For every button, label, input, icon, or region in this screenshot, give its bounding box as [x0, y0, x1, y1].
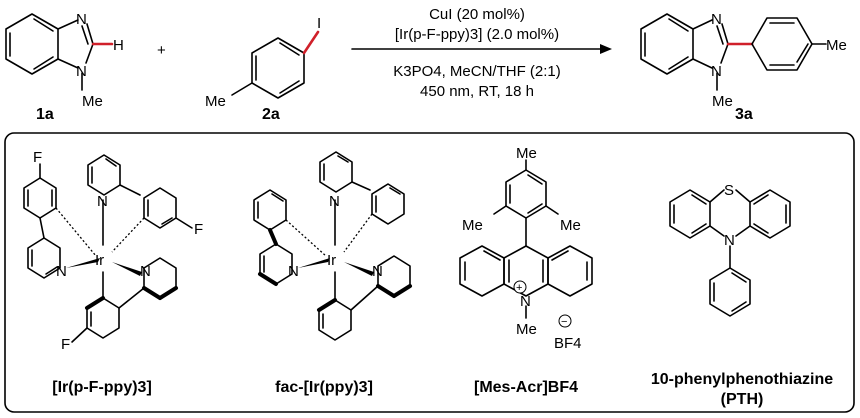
catalyst-mes-acr-me-top: Me	[516, 145, 537, 162]
catalyst-ir-pfppy-n-right: N	[140, 263, 151, 280]
catalyst-pth-structure	[669, 189, 791, 317]
catalyst-pth-s: S	[724, 182, 734, 199]
catalyst-fac-irppy-metal: Ir	[327, 252, 336, 269]
reactant-1a-me: Me	[82, 93, 103, 110]
catalyst-mes-acr-plus: +	[516, 282, 522, 294]
reactant-2a-structure	[231, 30, 320, 99]
catalyst-mes-acr-me-n: Me	[516, 321, 537, 338]
condition-catalyst: CuI (20 mol%)	[429, 6, 525, 23]
reaction-arrowhead	[600, 44, 612, 54]
catalyst-mes-acr-caption: [Mes-Acr]BF4	[474, 379, 578, 396]
catalyst-ir-pfppy-n-top: N	[97, 193, 108, 210]
reactant-2a-iodo: I	[317, 15, 321, 32]
catalyst-fac-irppy-n-right: N	[372, 263, 383, 280]
catalyst-ir-pfppy-f-top: F	[33, 149, 42, 166]
reactant-2a-label: 2a	[262, 106, 280, 123]
catalyst-mes-acr-me-right: Me	[560, 217, 581, 234]
plus-sign: +	[157, 42, 166, 59]
catalyst-ir-pfppy-metal: Ir	[95, 252, 104, 269]
catalyst-ir-pfppy-structure	[23, 154, 193, 343]
catalyst-mes-acr-minus: −	[561, 316, 567, 328]
product-3a-n-bottom: N	[711, 63, 722, 80]
catalyst-mes-acr-n: N	[520, 293, 531, 310]
condition-photocatalyst: [Ir(p-F-ppy)3] (2.0 mol%)	[395, 26, 559, 43]
reactant-1a-structure	[5, 13, 114, 91]
catalyst-ir-pfppy-f-right: F	[194, 221, 203, 238]
product-3a-me-aryl: Me	[826, 37, 847, 54]
product-3a-structure	[640, 13, 827, 91]
reactant-1a-n-top: N	[76, 11, 87, 28]
catalyst-panel	[4, 132, 855, 413]
reactant-1a-label: 1a	[36, 106, 54, 123]
catalyst-mes-acr-counterion: BF4	[554, 335, 582, 352]
catalyst-mes-acr-me-left: Me	[462, 217, 483, 234]
catalyst-pth-n: N	[724, 232, 735, 249]
product-3a-n-top: N	[711, 11, 722, 28]
catalyst-ir-pfppy-caption: [Ir(p-F-ppy)3]	[52, 379, 152, 396]
product-3a-label: 3a	[735, 106, 753, 123]
catalyst-fac-irppy-n-left: N	[288, 263, 299, 280]
catalyst-ir-pfppy-f-bottom: F	[61, 336, 70, 353]
reactant-2a-me: Me	[205, 93, 226, 110]
catalyst-pth-caption-name: 10-phenylphenothiazine	[651, 371, 833, 388]
catalyst-ir-pfppy-n-left: N	[56, 263, 67, 280]
reactant-1a-h: H	[113, 37, 124, 54]
condition-base-solvent: K3PO4, MeCN/THF (2:1)	[393, 63, 561, 80]
product-3a-me-n: Me	[712, 93, 733, 110]
reactant-1a-n-bottom: N	[76, 63, 87, 80]
catalyst-fac-irppy-structure	[253, 151, 412, 341]
condition-light-temp-time: 450 nm, RT, 18 h	[420, 83, 534, 100]
catalyst-fac-irppy-n-top: N	[329, 193, 340, 210]
catalyst-pth-caption-abbrev: (PTH)	[721, 391, 764, 408]
catalyst-mes-acr-structure	[459, 159, 593, 328]
catalyst-fac-irppy-caption: fac-[Ir(ppy)3]	[275, 379, 373, 396]
